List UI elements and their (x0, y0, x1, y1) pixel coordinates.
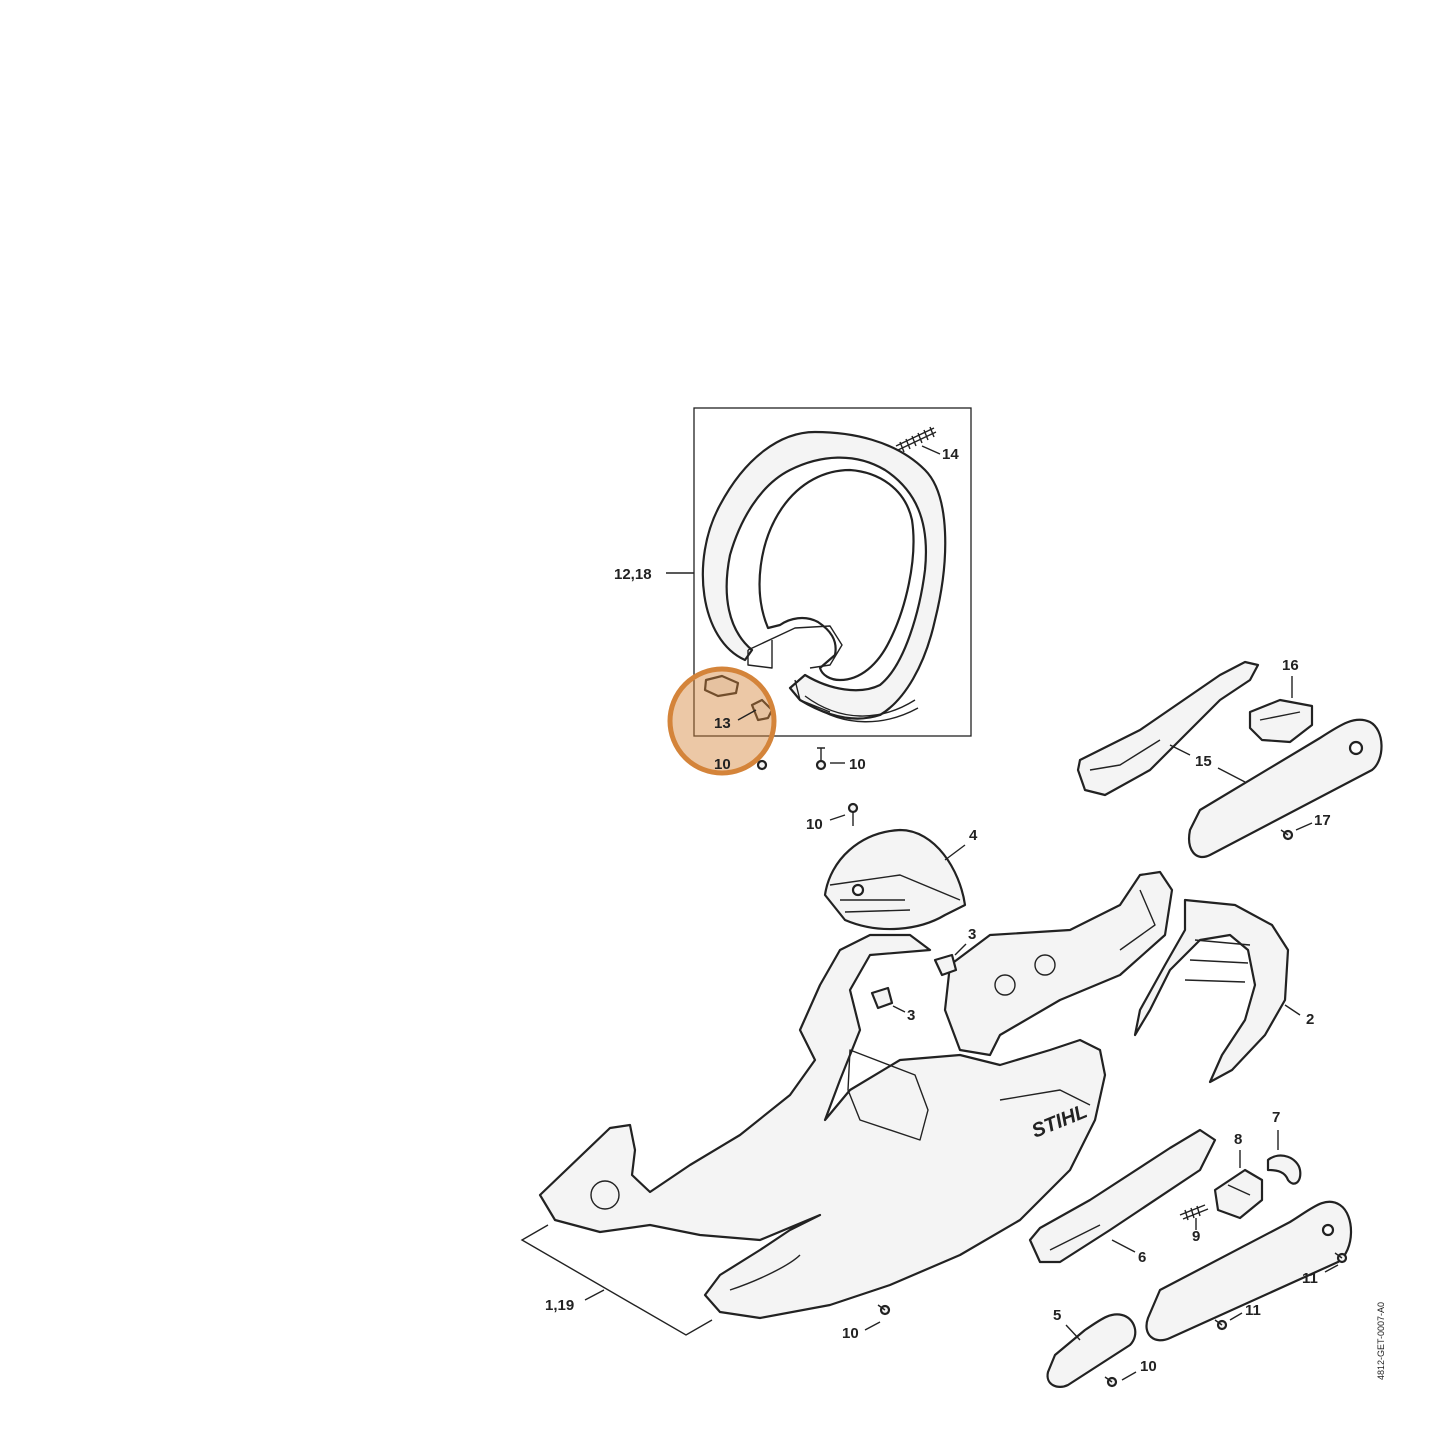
callout-10-c[interactable]: 10 (806, 816, 823, 833)
part-15[interactable] (1076, 660, 1260, 797)
callout-8[interactable]: 8 (1234, 1131, 1242, 1148)
leader-10-c (829, 814, 846, 821)
handle-inset-frame (693, 407, 972, 737)
leader-11-b (1229, 1312, 1243, 1321)
callout-9[interactable]: 9 (1192, 1228, 1200, 1245)
loop-handle[interactable] (701, 430, 947, 723)
part-8[interactable] (1213, 1168, 1264, 1220)
callout-4[interactable]: 4 (969, 827, 978, 844)
callout-3-a[interactable]: 3 (968, 926, 976, 943)
callout-16[interactable]: 16 (1282, 657, 1299, 674)
part-13[interactable] (703, 674, 774, 722)
screw-10-bottom[interactable] (877, 1304, 891, 1316)
leader-1-19 (584, 1289, 605, 1301)
callout-11-b[interactable]: 11 (1245, 1302, 1261, 1319)
leader-10-e (1121, 1371, 1137, 1381)
leader-13 (737, 709, 757, 721)
part-3-b[interactable] (870, 986, 894, 1010)
leader-4 (944, 844, 966, 861)
callout-17[interactable]: 17 (1314, 812, 1331, 829)
callout-10-a[interactable]: 10 (714, 756, 731, 773)
leader-14 (921, 445, 941, 455)
part-6[interactable] (1028, 1128, 1217, 1264)
grip-11[interactable] (1145, 1200, 1353, 1342)
part-3-a[interactable] (933, 953, 958, 977)
callout-6[interactable]: 6 (1138, 1249, 1146, 1266)
leader-3b (892, 1005, 906, 1013)
leader-5 (1065, 1324, 1081, 1341)
document-id: 4812-GET-0007-A0 (1376, 1302, 1386, 1380)
screw-10-bottom-right[interactable] (1104, 1376, 1118, 1388)
callout-2[interactable]: 2 (1306, 1011, 1314, 1028)
callout-5[interactable]: 5 (1053, 1307, 1061, 1324)
part-16[interactable] (1248, 698, 1314, 744)
spring-14[interactable] (895, 426, 937, 453)
callout-15[interactable]: 15 (1195, 753, 1212, 770)
callout-10-e[interactable]: 10 (1140, 1358, 1157, 1375)
callout-7[interactable]: 7 (1272, 1109, 1280, 1126)
callout-14[interactable]: 14 (942, 446, 959, 463)
callout-12-18[interactable]: 12,18 (614, 566, 652, 583)
callout-10-b[interactable]: 10 (849, 756, 866, 773)
leader-11-a (1324, 1264, 1339, 1273)
screw-10-near-4[interactable] (847, 802, 859, 826)
screw-17[interactable] (1280, 829, 1294, 841)
highlight-circle (667, 666, 777, 776)
part-4-cover[interactable] (823, 828, 967, 931)
leader-3a (954, 943, 967, 956)
spring-9[interactable] (1179, 1204, 1209, 1221)
leader-17 (1295, 822, 1313, 831)
callout-10-d[interactable]: 10 (842, 1325, 859, 1342)
leader-15b (1217, 767, 1246, 783)
callout-11-a[interactable]: 11 (1302, 1270, 1318, 1287)
leader-10-d (864, 1321, 881, 1331)
screw-10-inset-b[interactable] (815, 747, 827, 771)
screw-11-b[interactable] (1214, 1319, 1228, 1331)
screw-11-a[interactable] (1334, 1252, 1348, 1264)
callout-13[interactable]: 13 (714, 715, 731, 732)
part-7[interactable] (1266, 1154, 1302, 1185)
leader-6 (1111, 1239, 1136, 1253)
screw-10-inset-a[interactable] (756, 759, 768, 771)
part-1-housing[interactable] (538, 933, 1107, 1320)
bracket-1-19 (520, 1224, 713, 1336)
engine-housing[interactable] (943, 870, 1174, 1057)
part-2-side-cover[interactable] (1133, 898, 1290, 1084)
callout-3-b[interactable]: 3 (907, 1007, 915, 1024)
part-5[interactable] (1046, 1313, 1137, 1389)
callout-1-19[interactable]: 1,19 (545, 1297, 574, 1314)
part-17-grip[interactable] (1188, 718, 1383, 858)
leader-15 (1169, 744, 1191, 756)
leader-2 (1284, 1004, 1301, 1016)
